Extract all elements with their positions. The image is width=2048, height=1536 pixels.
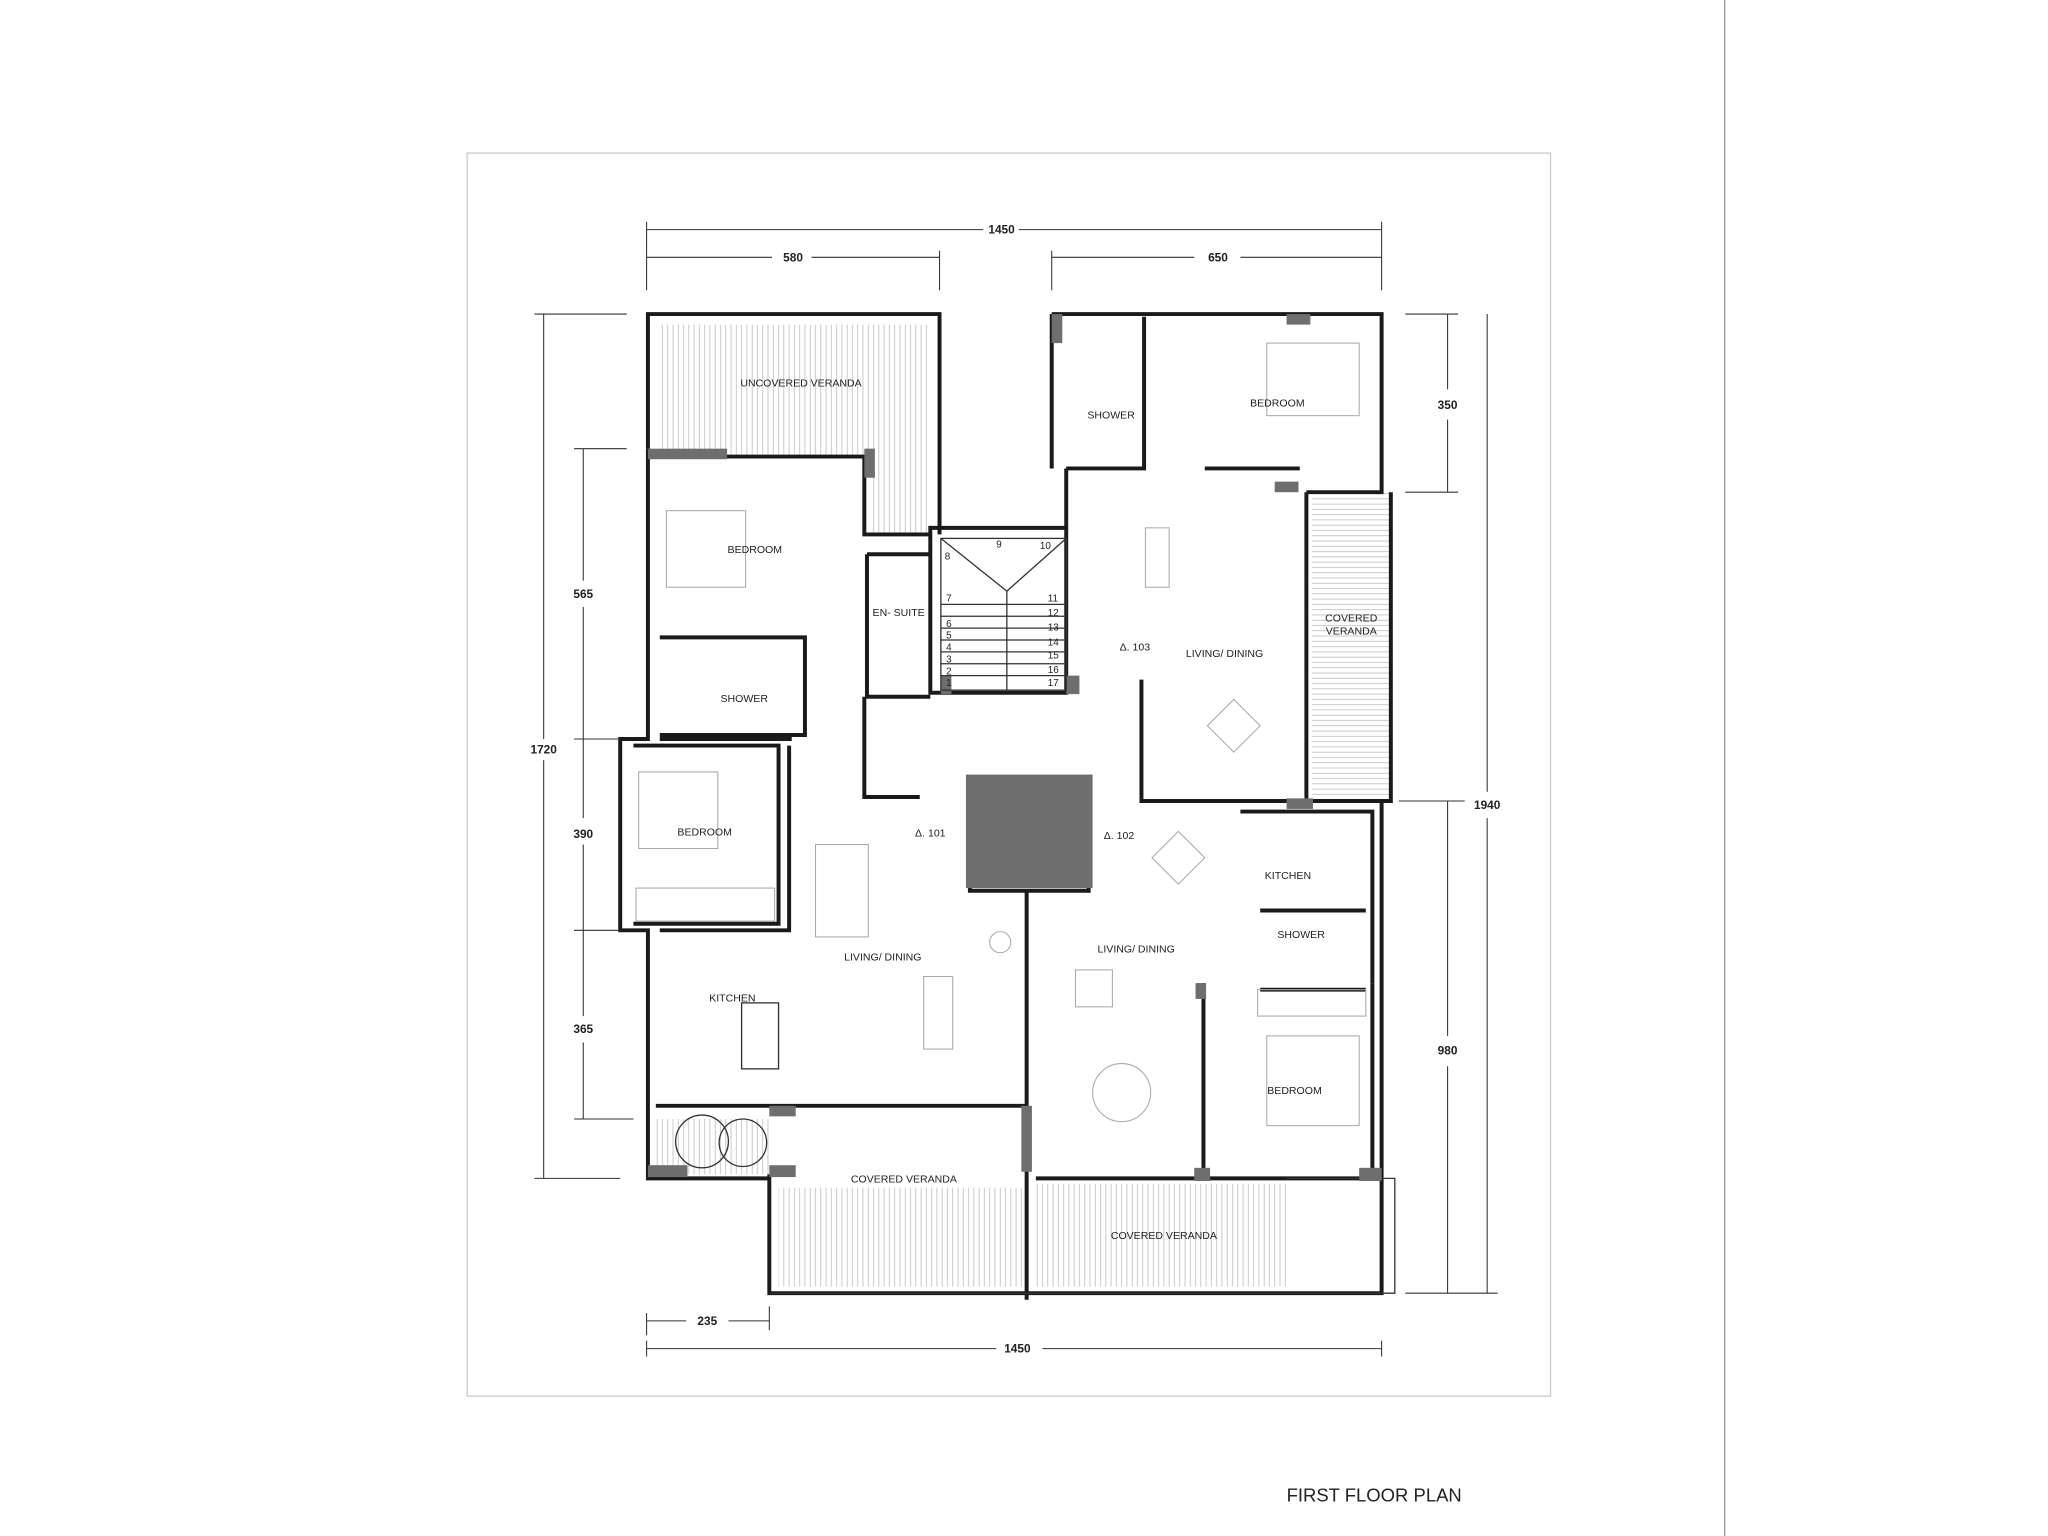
room-label-shower: SHOWER (1087, 409, 1135, 421)
room-label-uncovered-veranda: UNCOVERED VERANDA (740, 378, 862, 390)
room-label-living-dining: LIVING/ DINING (1186, 648, 1263, 660)
room-label-bedroom: BEDROOM (728, 544, 783, 556)
room-label-kitchen: KITCHEN (1265, 870, 1311, 882)
room-label-covered-veranda: COVERED VERANDA (851, 1173, 958, 1185)
room-label-living-dining: LIVING/ DINING (1097, 944, 1174, 956)
covered-veranda-right-area (1311, 492, 1391, 799)
dimension-lines (534, 221, 1498, 1357)
room-label-covered-veranda: VERANDA (1326, 626, 1378, 638)
wall-piers (647, 314, 1382, 1182)
dimension-left-upper: 565 (573, 587, 593, 601)
covered-veranda-bottom-area (1035, 1183, 1287, 1287)
walls (618, 312, 1396, 1300)
stair-step-7: 7 (946, 594, 952, 605)
dimension-top-right: 650 (1208, 250, 1228, 264)
room-label-covered-veranda: COVERED VERANDA (1111, 1230, 1218, 1242)
staircase: 1 2 3 4 5 6 7 8 9 10 11 12 13 14 15 16 1… (940, 537, 1067, 691)
stair-step-5: 5 (946, 631, 952, 642)
dimension-left-lower: 365 (573, 1022, 593, 1036)
uncovered-veranda-area (659, 324, 931, 457)
stair-step-6: 6 (946, 619, 952, 630)
unit-number-102: Δ. 102 (1104, 830, 1135, 842)
drawing-title: FIRST FLOOR PLAN (1287, 1485, 1462, 1506)
stair-step-10: 10 (1040, 541, 1051, 552)
uncovered-veranda-side (870, 456, 931, 536)
dimension-left-total: 1720 (530, 742, 557, 756)
covered-veranda-left-area (778, 1187, 1023, 1287)
stair-step-12: 12 (1048, 608, 1059, 619)
stair-step-8: 8 (945, 552, 951, 563)
room-label-bedroom: BEDROOM (677, 826, 732, 838)
stair-step-14: 14 (1048, 637, 1059, 648)
room-label-bedroom: BEDROOM (1250, 397, 1305, 409)
drawing-frame (466, 152, 1552, 1397)
room-label-living-dining: LIVING/ DINING (844, 952, 921, 964)
dimension-bottom-total: 1450 (1004, 1342, 1031, 1356)
stair-step-3: 3 (946, 654, 952, 665)
dimension-right-upper: 350 (1438, 398, 1458, 412)
stair-step-16: 16 (1048, 665, 1059, 676)
room-label-en-suite: EN- SUITE (873, 607, 925, 619)
room-label-bedroom: BEDROOM (1267, 1085, 1322, 1097)
dimension-left-middle: 390 (573, 827, 593, 841)
stair-step-9: 9 (996, 540, 1002, 551)
stair-step-17: 17 (1048, 678, 1059, 689)
stair-step-2: 2 (946, 666, 952, 677)
stair-step-13: 13 (1048, 623, 1059, 634)
room-label-covered-veranda: COVERED (1325, 613, 1378, 625)
room-label-shower: SHOWER (721, 693, 769, 705)
unit-number-103: Δ. 103 (1120, 642, 1151, 654)
stair-step-1: 1 (946, 678, 952, 689)
dimension-right-total: 1940 (1474, 798, 1501, 812)
dimension-right-lower: 980 (1438, 1043, 1458, 1057)
furniture (635, 342, 1367, 1169)
room-label-kitchen: KITCHEN (709, 993, 755, 1005)
stair-step-15: 15 (1048, 650, 1059, 661)
dimension-bottom-left: 235 (697, 1314, 717, 1328)
unit-number-101: Δ. 101 (915, 828, 946, 840)
dimension-top-left: 580 (783, 250, 803, 264)
dimension-top-total: 1450 (988, 223, 1015, 237)
stair-step-11: 11 (1048, 594, 1059, 605)
stair-step-4: 4 (946, 643, 952, 654)
room-label-shower: SHOWER (1277, 929, 1325, 941)
